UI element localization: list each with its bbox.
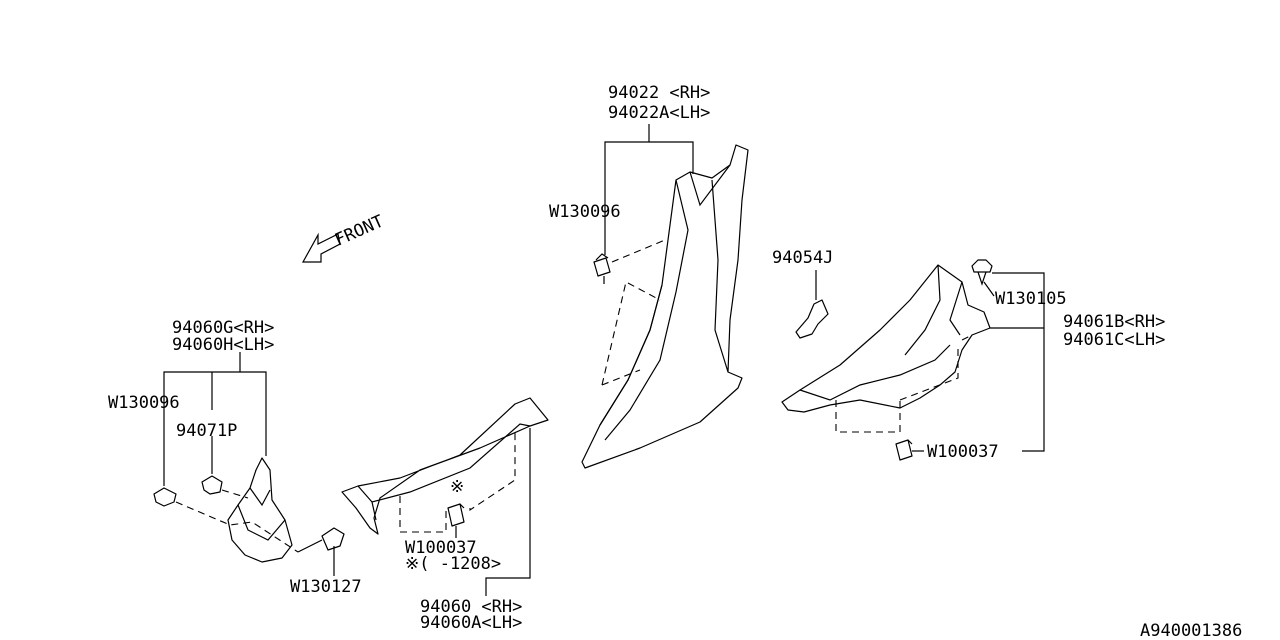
kick-trim-94060g <box>175 457 299 563</box>
label-94022-rh: 94022 <RH> <box>608 83 710 103</box>
label-note-1208: ※( -1208> <box>405 554 501 574</box>
clip-w100037-mid <box>447 503 465 538</box>
leader-94061b <box>912 272 1045 452</box>
label-w130096-left: W130096 <box>108 393 180 413</box>
label-94060h-lh: 94060H<LH> <box>172 335 274 355</box>
rear-trim-94061b <box>781 264 991 433</box>
clip-94054j <box>795 270 829 339</box>
label-w130105: W130105 <box>995 289 1067 309</box>
front-label: FRONT <box>332 211 387 250</box>
ref-code: A940001386 <box>1140 621 1242 640</box>
pillar-trim-94022 <box>581 144 749 469</box>
label-94060a-lh: 94060A<LH> <box>420 613 522 633</box>
front-arrow: FRONT <box>301 211 387 263</box>
label-94022a-lh: 94022A<LH> <box>608 103 710 123</box>
clip-w130096-left <box>153 410 177 507</box>
clip-w100037-right <box>895 439 913 461</box>
leader-94060 <box>485 428 531 596</box>
clip-w130096-top <box>593 253 611 284</box>
label-94071p: 94071P <box>176 421 237 441</box>
label-94054j: 94054J <box>772 248 833 268</box>
clip-94071p <box>201 436 223 495</box>
leader-94022 <box>604 124 694 255</box>
label-94061c-lh: 94061C<LH> <box>1063 330 1165 350</box>
label-w130096-top: W130096 <box>549 202 621 222</box>
star-mark: ※ <box>450 477 464 497</box>
label-94061b-rh: 94061B<RH> <box>1063 312 1165 332</box>
label-w100037-right: W100037 <box>927 442 999 462</box>
label-94060-rh: 94060 <RH> <box>420 597 522 617</box>
label-w130127: W130127 <box>290 577 362 597</box>
label-w100037-mid: W100037 <box>405 538 477 558</box>
scuff-plate-94060 <box>341 397 549 535</box>
leader-94060g <box>163 352 267 456</box>
clip-w130105 <box>971 259 993 286</box>
clip-w130127 <box>297 527 345 576</box>
label-94060g-rh: 94060G<RH> <box>172 318 274 338</box>
